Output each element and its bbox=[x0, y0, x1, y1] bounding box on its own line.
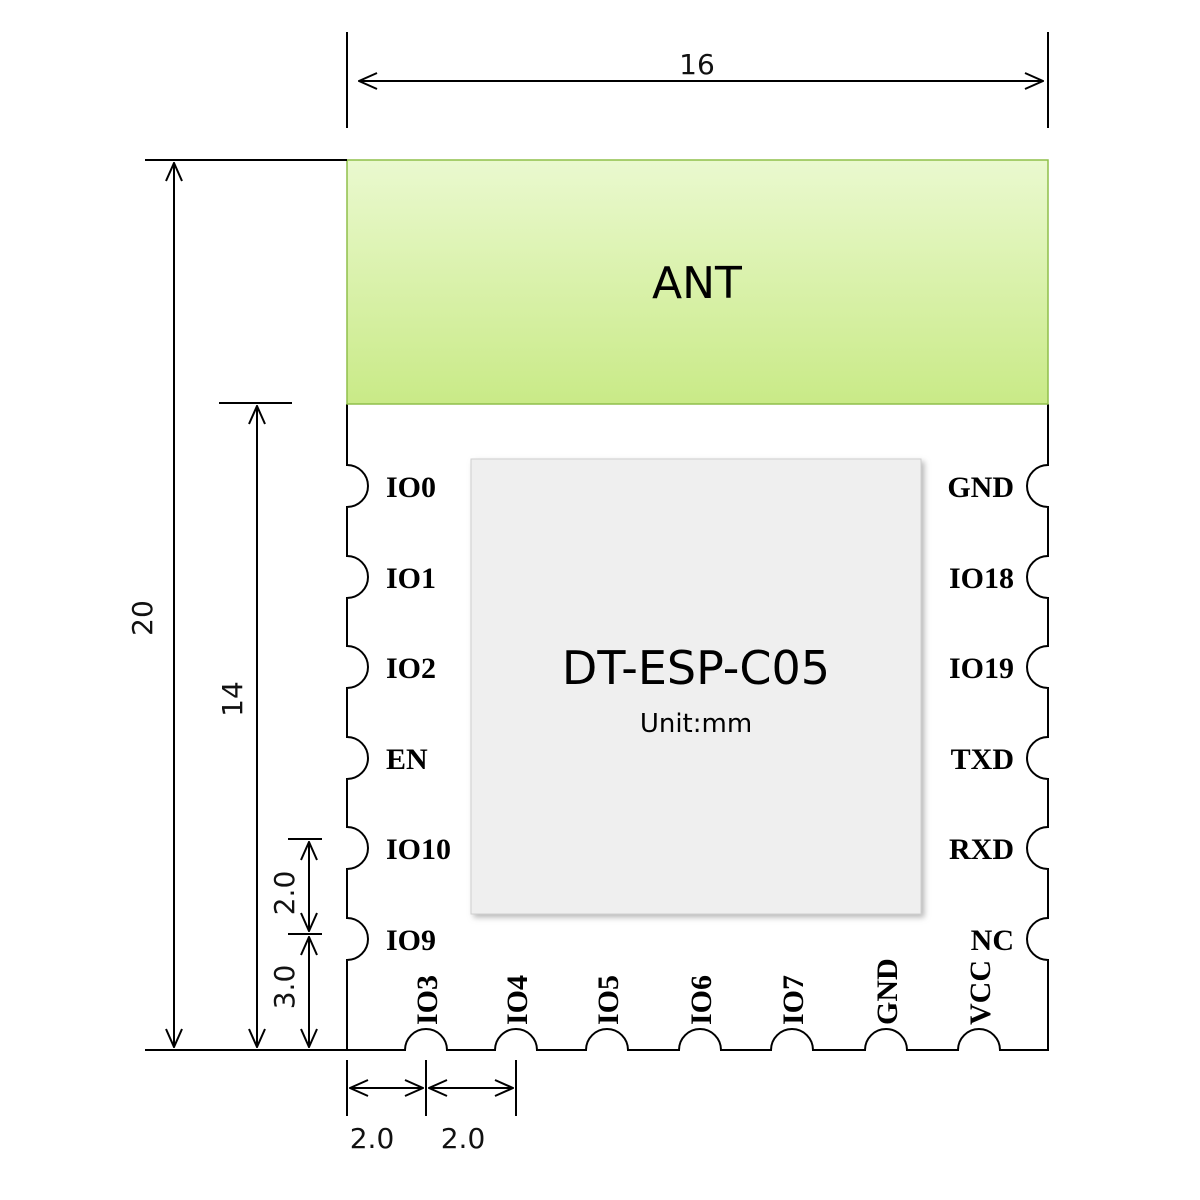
right-pin-label: NC bbox=[971, 924, 1014, 957]
bottom-pin-label: IO5 bbox=[592, 975, 625, 1025]
pin-pitch-horizontal-value: 2.0 bbox=[441, 1122, 486, 1155]
pin-pitch-vertical-dimension: 2.0 bbox=[268, 838, 322, 935]
left-pin-label: IO10 bbox=[386, 833, 451, 866]
pin-offset-bottom-dimension: 3.0 bbox=[268, 937, 309, 1047]
pin-pitch-horizontal-dimension: 2.0 2.0 bbox=[346, 1060, 517, 1155]
chip-shield bbox=[470, 458, 922, 915]
chip-name: DT-ESP-C05 bbox=[562, 641, 830, 695]
height-pins-value: 14 bbox=[216, 681, 249, 717]
left-pin-label: EN bbox=[386, 743, 428, 776]
bottom-pin-label: IO7 bbox=[777, 975, 810, 1025]
bottom-pin-label: GND bbox=[871, 958, 904, 1025]
right-pin-label: RXD bbox=[949, 833, 1014, 866]
pin-offset-left-value: 2.0 bbox=[350, 1122, 395, 1155]
left-pin-label: IO1 bbox=[386, 562, 436, 595]
pin-offset-bottom-value: 3.0 bbox=[268, 965, 301, 1010]
width-dimension: 16 bbox=[346, 32, 1049, 128]
right-pin-label: GND bbox=[947, 471, 1014, 504]
bottom-pin-label: VCC bbox=[964, 960, 997, 1025]
right-pin-label: IO19 bbox=[949, 652, 1014, 685]
height-pins-dimension: 14 bbox=[216, 402, 292, 1047]
right-pin-label: IO18 bbox=[949, 562, 1014, 595]
left-pin-label: IO0 bbox=[386, 471, 436, 504]
bottom-pin-labels: IO3 IO4 IO5 IO6 IO7 GND VCC bbox=[411, 958, 997, 1025]
module-outline bbox=[346, 404, 1049, 1051]
pin-pitch-vertical-value: 2.0 bbox=[268, 871, 301, 916]
bottom-pin-label: IO6 bbox=[685, 975, 718, 1025]
left-pin-label: IO9 bbox=[386, 924, 436, 957]
unit-label: Unit:mm bbox=[640, 709, 752, 739]
right-pin-label: TXD bbox=[951, 743, 1014, 776]
width-value: 16 bbox=[679, 48, 715, 81]
height-total-dimension: 20 bbox=[126, 159, 347, 1051]
height-total-value: 20 bbox=[126, 600, 159, 636]
antenna-label: ANT bbox=[652, 258, 742, 309]
bottom-pin-label: IO3 bbox=[411, 975, 444, 1025]
left-pin-label: IO2 bbox=[386, 652, 436, 685]
antenna-area bbox=[346, 159, 1049, 405]
bottom-pin-label: IO4 bbox=[501, 975, 534, 1025]
